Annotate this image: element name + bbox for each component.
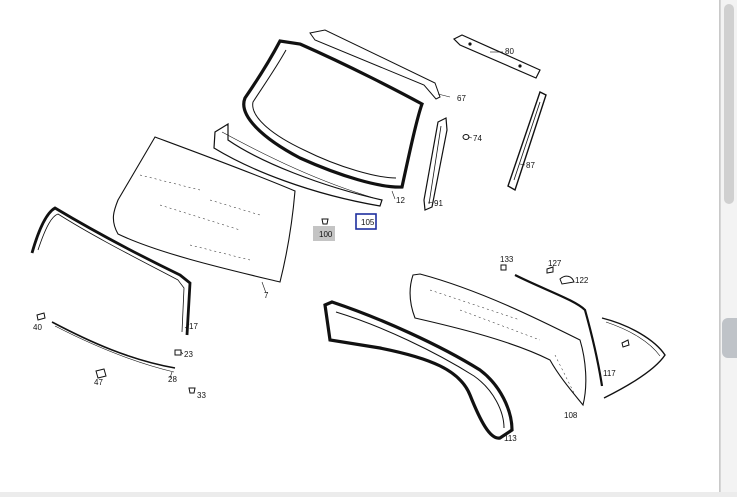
part-40-clip[interactable]	[36, 312, 46, 321]
callout-105[interactable]: 113	[504, 434, 517, 443]
callout-labels: 67 80 74 91 87 12 7 17 23 28 33 40 47 10…	[33, 47, 616, 443]
part-87-cowl-strip[interactable]	[213, 122, 383, 207]
vertical-scrollbar[interactable]	[720, 0, 737, 492]
part-33-fastener[interactable]	[188, 387, 196, 394]
callout-60[interactable]: 74	[473, 134, 482, 143]
callout-91[interactable]: 100	[319, 230, 333, 239]
part-105-rear-window-seal[interactable]	[323, 300, 514, 440]
part-67-header-bracket[interactable]	[452, 34, 541, 79]
callout-108[interactable]: 117	[603, 369, 616, 378]
callout-33[interactable]: 33	[197, 391, 206, 400]
part-12-frame-strip[interactable]	[309, 29, 441, 100]
callout-7[interactable]: 7	[264, 291, 269, 300]
part-47-clip[interactable]	[95, 368, 107, 379]
part-55-windshield-seal[interactable]	[242, 39, 424, 189]
part-133-clip[interactable]	[621, 339, 630, 348]
windshield-parts-diagram: 67 80 74 91 87 12 7 17 23 28 33 40 47 10…	[30, 29, 666, 443]
callout-23[interactable]: 23	[184, 350, 193, 359]
part-23-clip[interactable]	[174, 349, 182, 356]
callout-67[interactable]: 80	[505, 47, 514, 56]
part-108-rear-seal-strip[interactable]	[514, 274, 604, 387]
part-113-clip[interactable]	[559, 275, 575, 285]
callout-113[interactable]: 122	[575, 276, 589, 285]
part-28-lower-trim[interactable]	[51, 321, 176, 373]
part-117-clip[interactable]	[546, 266, 554, 274]
parts-diagram-viewer: 67 80 74 91 87 12 7 17 23 28 33 40 47 10…	[0, 0, 720, 492]
callout-12[interactable]: 12	[396, 196, 405, 205]
scrollbar-thumb[interactable]	[724, 4, 734, 204]
part-127-quarter-trim[interactable]	[601, 317, 666, 399]
callout-100[interactable]: 108	[564, 411, 578, 420]
leader-lines	[169, 51, 526, 379]
callout-28[interactable]: 28	[168, 375, 177, 384]
callout-122[interactable]: 133	[500, 255, 514, 264]
part-80-pillar-seal[interactable]	[507, 91, 547, 192]
callout-87-selected-box	[355, 213, 377, 230]
part-7-windshield-glass[interactable]	[112, 136, 296, 283]
callout-91-highlight	[313, 226, 335, 241]
callout-47[interactable]: 47	[94, 378, 103, 387]
part-100-rear-window-glass[interactable]	[409, 273, 587, 407]
part-74-pillar-trim[interactable]	[423, 117, 448, 211]
callout-17[interactable]: 17	[189, 322, 198, 331]
callout-55[interactable]: 67	[457, 94, 466, 103]
part-122-clip[interactable]	[500, 264, 507, 271]
part-17-windshield-seal[interactable]	[30, 206, 192, 336]
callout-80[interactable]: 87	[526, 161, 535, 170]
callout-87[interactable]: 105	[361, 218, 375, 227]
callout-117[interactable]: 127	[548, 259, 562, 268]
callout-40[interactable]: 40	[33, 323, 42, 332]
part-91-screw[interactable]	[321, 218, 329, 225]
callout-74[interactable]: 91	[434, 199, 443, 208]
side-panel-tab[interactable]	[722, 318, 737, 358]
